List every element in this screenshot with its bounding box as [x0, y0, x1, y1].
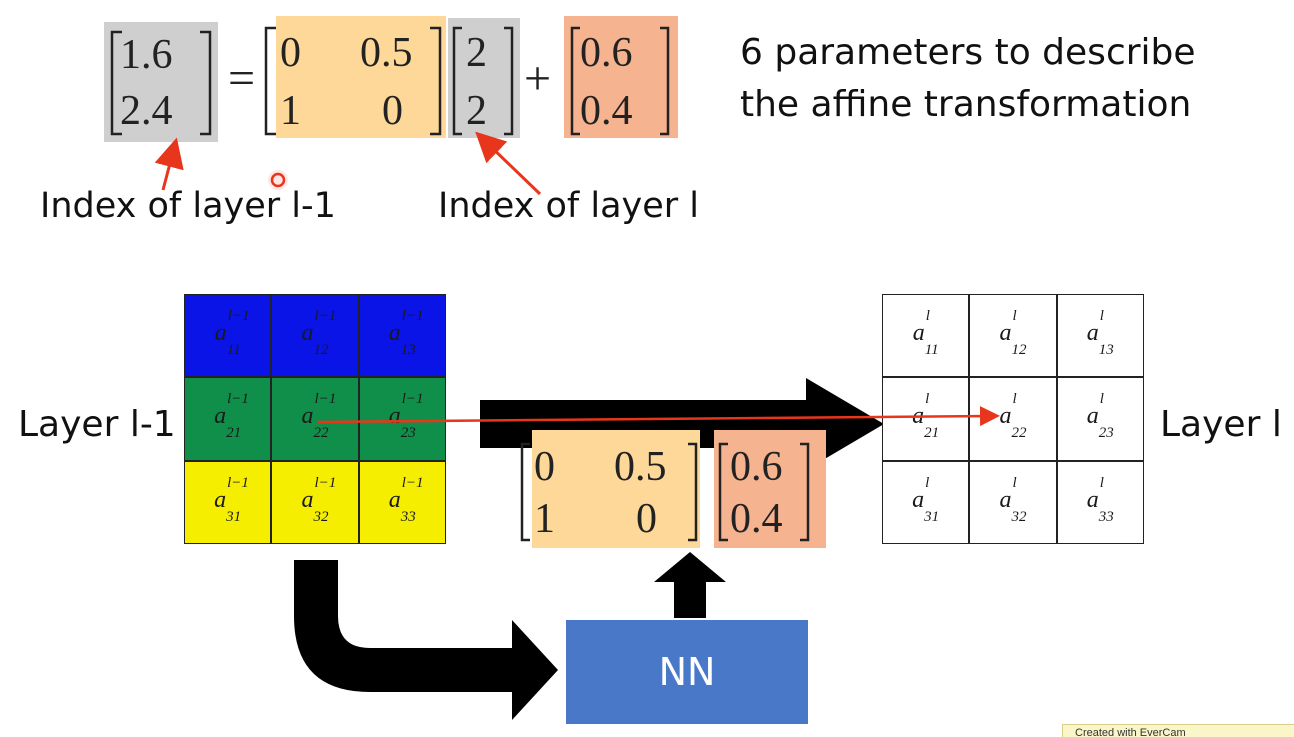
cursor-glow	[268, 170, 288, 190]
layer-next-label: Layer l	[1160, 404, 1282, 445]
middle-matrix-value: 0	[534, 444, 555, 490]
weight-matrix-value: 0	[382, 88, 403, 134]
plus-sign: +	[524, 52, 552, 105]
middle-matrix-highlight	[532, 430, 700, 548]
input-vector-value-1: 2	[466, 30, 487, 76]
middle-bias-value: 0.6	[730, 444, 783, 490]
weight-matrix-value: 1	[280, 88, 301, 134]
arrow-to-output-index	[154, 137, 184, 191]
nn-label: NN	[658, 650, 716, 694]
bias-vector-highlight	[564, 16, 678, 138]
nn-box: NN	[566, 620, 808, 724]
cursor-dot	[270, 172, 286, 188]
input-vector-brackets	[452, 26, 514, 136]
arrow-to-input-index	[475, 131, 542, 196]
weight-matrix-value: 0	[280, 30, 301, 76]
watermark: Created with EverCam	[1062, 724, 1294, 737]
middle-matrix-value: 0.5	[614, 444, 667, 490]
output-vector-value-2: 2.4	[120, 88, 173, 134]
layer-prev-label: Layer l-1	[18, 404, 176, 445]
equals-sign: =	[228, 52, 256, 105]
output-vector-value-1: 1.6	[120, 32, 173, 78]
weight-matrix-highlight	[276, 16, 446, 138]
middle-bias-value: 0.4	[730, 496, 783, 542]
input-vector-value-2: 2	[466, 88, 487, 134]
description-line-2: the affine transformation	[740, 84, 1192, 125]
label-index-layer-next: Index of layer l	[438, 186, 699, 226]
middle-matrix-value: 0	[636, 496, 657, 542]
output-vector-brackets	[110, 30, 212, 136]
output-vector-highlight	[104, 22, 218, 142]
watermark-text: Created with EverCam	[1075, 727, 1186, 737]
bias-vector-brackets	[570, 26, 670, 136]
bias-vector-value-2: 0.4	[580, 88, 633, 134]
label-index-layer-prev: Index of layer l-1	[40, 186, 336, 226]
curved-arrow-to-nn	[294, 560, 558, 720]
weight-matrix-value: 0.5	[360, 30, 413, 76]
weight-matrix-brackets	[264, 26, 442, 136]
bias-vector-value-1: 0.6	[580, 30, 633, 76]
input-vector-highlight	[448, 18, 520, 138]
middle-brackets	[520, 442, 810, 542]
up-arrow-from-nn	[654, 552, 726, 618]
middle-matrix-value: 1	[534, 496, 555, 542]
description-line-1: 6 parameters to describe	[740, 32, 1196, 73]
